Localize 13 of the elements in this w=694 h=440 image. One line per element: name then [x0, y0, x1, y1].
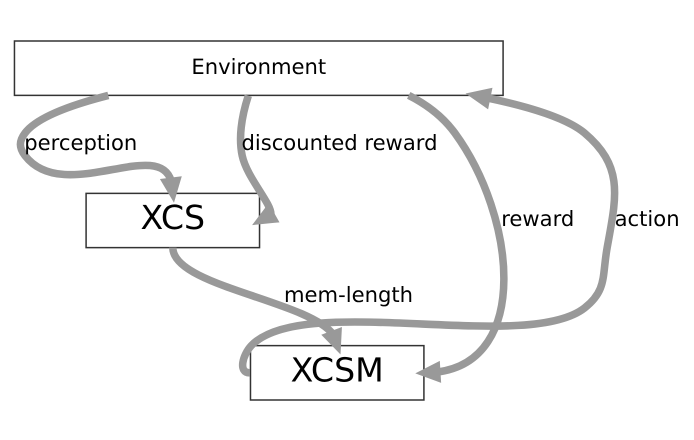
node-box: Environment [14, 40, 504, 96]
arrow [239, 87, 618, 376]
arrow [169, 246, 342, 354]
edge-label: action [614, 206, 680, 231]
arrow [236, 94, 280, 225]
arrow [406, 92, 508, 382]
node-box: XCS [85, 192, 260, 248]
edge-label: discounted reward [241, 129, 438, 154]
arrow [16, 91, 182, 202]
edge-label: mem-length [284, 282, 414, 307]
edge-label: perception [24, 129, 138, 154]
edge-label: reward [501, 206, 574, 231]
node-box: XCSM [250, 344, 425, 400]
